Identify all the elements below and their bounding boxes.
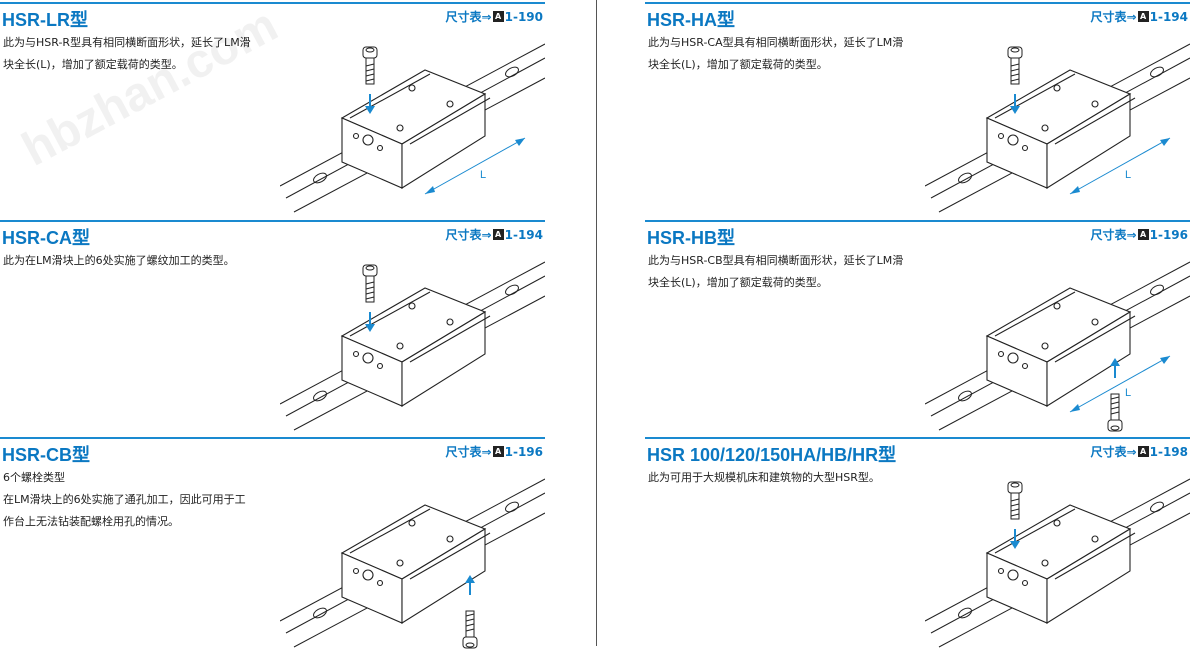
catalog-a-badge: A [492,11,504,22]
lm-guide-illustration [280,471,545,649]
dimension-label: L [1125,169,1131,181]
description-line: 此为在LM滑块上的6处实施了螺纹加工的类型。 [3,254,235,267]
ref-prefix: 尺寸表⇒ [445,10,492,24]
description-line: 此为可用于大规模机床和建筑物的大型HSR型。 [648,471,880,484]
dimension-label: L [1125,387,1131,399]
section-description: 此为与HSR-CA型具有相同横断面形状，延长了LM滑块全长(L)，增加了额定载荷… [648,32,903,76]
length-dimension: L [424,137,526,195]
ref-prefix: 尺寸表⇒ [1090,445,1137,459]
ref-page: 1-198 [1149,444,1188,459]
ref-page: 1-194 [504,227,543,242]
arrow-icon [365,312,375,332]
length-dimension: L [1069,355,1171,413]
dimension-table-link[interactable]: 尺寸表⇒ A 1-196 [1091,226,1188,243]
description-line: 块全长(L)，增加了额定载荷的类型。 [3,58,183,71]
arrow-icon [365,94,375,114]
bolt-icon [1007,481,1023,520]
lm-guide-illustration [280,254,545,432]
product-section: HSR-HB型 尺寸表⇒ A 1-196 此为与HSR-CB型具有相同横断面形状… [645,218,1190,432]
section-description: 6个螺栓类型在LM滑块上的6处实施了通孔加工，因此可用于工作台上无法钻装配螺栓用… [3,467,246,533]
dimension-label: L [480,169,486,181]
ref-prefix: 尺寸表⇒ [1090,228,1137,242]
product-section: HSR-CA型 尺寸表⇒ A 1-194 此为在LM滑块上的6处实施了螺纹加工的… [0,218,545,432]
arrow-icon [1010,94,1020,114]
ref-prefix: 尺寸表⇒ [1090,10,1137,24]
description-line: 此为与HSR-CB型具有相同横断面形状，延长了LM滑 [648,254,904,267]
block-drawing [987,505,1135,623]
ref-page: 1-196 [504,444,543,459]
section-description: 此为在LM滑块上的6处实施了螺纹加工的类型。 [3,250,235,272]
section-title: HSR 100/120/150HA/HB/HR型 [647,445,897,465]
section-rule [645,437,1190,439]
product-section: HSR-CB型 尺寸表⇒ A 1-196 6个螺栓类型在LM滑块上的6处实施了通… [0,435,545,649]
lm-guide-illustration: L [925,254,1190,432]
bolt-icon [1007,46,1023,85]
ref-page: 1-196 [1149,227,1188,242]
product-section: HSR-HA型 尺寸表⇒ A 1-194 此为与HSR-CA型具有相同横断面形状… [645,0,1190,214]
ref-prefix: 尺寸表⇒ [445,228,492,242]
block-drawing [342,505,490,623]
description-line: 在LM滑块上的6处实施了通孔加工，因此可用于工 [3,493,246,506]
column-divider [596,0,597,646]
arrow-icon [1110,358,1120,378]
catalog-a-badge: A [492,229,504,240]
lm-guide-illustration: L [280,36,545,214]
length-dimension: L [1069,137,1171,195]
section-rule [0,220,545,222]
description-line: 此为与HSR-CA型具有相同横断面形状，延长了LM滑 [648,36,904,49]
section-description: 此为与HSR-R型具有相同横断面形状，延长了LM滑块全长(L)，增加了额定载荷的… [3,32,251,76]
dimension-table-link[interactable]: 尺寸表⇒ A 1-190 [446,8,543,25]
bolt-icon [362,46,378,85]
arrow-icon [1010,529,1020,549]
ref-prefix: 尺寸表⇒ [445,445,492,459]
section-title: HSR-HB型 [647,228,735,248]
catalog-a-badge: A [1137,446,1149,457]
section-rule [645,220,1190,222]
product-section: HSR-LR型 尺寸表⇒ A 1-190 此为与HSR-R型具有相同横断面形状，… [0,0,545,214]
dimension-table-link[interactable]: 尺寸表⇒ A 1-194 [446,226,543,243]
lm-guide-illustration [925,471,1190,649]
section-title: HSR-CA型 [2,228,90,248]
block-drawing [342,288,490,406]
catalog-a-badge: A [1137,229,1149,240]
catalog-a-badge: A [492,446,504,457]
dimension-table-link[interactable]: 尺寸表⇒ A 1-196 [446,443,543,460]
ref-page: 1-190 [504,9,543,24]
bolt-icon [462,610,478,649]
section-title: HSR-CB型 [2,445,90,465]
description-line: 块全长(L)，增加了额定载荷的类型。 [648,58,828,71]
section-description: 此为与HSR-CB型具有相同横断面形状，延长了LM滑块全长(L)，增加了额定载荷… [648,250,903,294]
description-line: 作台上无法钻装配螺栓用孔的情况。 [3,515,179,528]
bolt-icon [362,264,378,303]
catalog-a-badge: A [1137,11,1149,22]
description-line: 块全长(L)，增加了额定载荷的类型。 [648,276,828,289]
description-line: 6个螺栓类型 [3,471,65,484]
section-rule [0,2,545,4]
section-description: 此为可用于大规模机床和建筑物的大型HSR型。 [648,467,880,489]
bolt-icon [1107,393,1123,432]
section-title: HSR-LR型 [2,10,88,30]
product-section: HSR 100/120/150HA/HB/HR型 尺寸表⇒ A 1-198 此为… [645,435,1190,649]
section-title: HSR-HA型 [647,10,735,30]
section-rule [645,2,1190,4]
arrow-icon [465,575,475,595]
ref-page: 1-194 [1149,9,1188,24]
dimension-table-link[interactable]: 尺寸表⇒ A 1-194 [1091,8,1188,25]
description-line: 此为与HSR-R型具有相同横断面形状，延长了LM滑 [3,36,251,49]
dimension-table-link[interactable]: 尺寸表⇒ A 1-198 [1091,443,1188,460]
section-rule [0,437,545,439]
lm-guide-illustration: L [925,36,1190,214]
